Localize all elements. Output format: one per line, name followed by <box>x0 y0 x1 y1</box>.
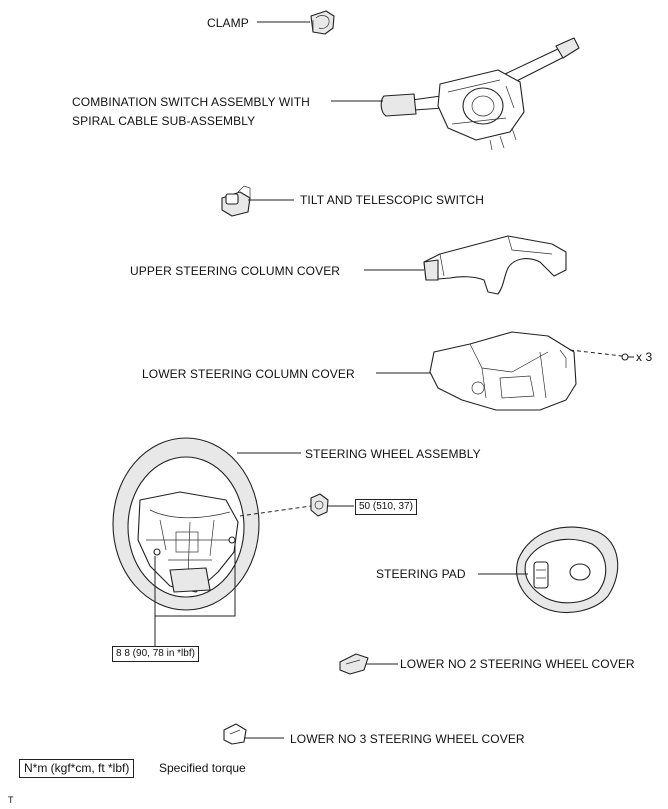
label-combination-switch-line2: SPIRAL CABLE SUB-ASSEMBLY <box>72 114 256 128</box>
label-tilt-telescopic-switch: TILT AND TELESCOPIC SWITCH <box>300 193 484 207</box>
tilt-switch-part <box>221 185 294 217</box>
lower-no2-cover-part <box>339 653 369 675</box>
steering-pad-part <box>516 526 619 613</box>
nut-dash-line <box>239 505 312 517</box>
legend-torque-unit: N*m (kgf*cm, ft *lbf) <box>19 759 135 778</box>
torque-box-bolt: 8 8 (90, 78 in *lbf) <box>112 646 199 662</box>
nut-icon <box>310 493 329 517</box>
combination-switch-part <box>380 37 580 151</box>
label-screw-quantity: x 3 <box>636 350 653 364</box>
lower-no3-cover-part <box>223 723 247 745</box>
label-clamp: CLAMP <box>207 16 249 30</box>
label-steering-pad: STEERING PAD <box>376 567 466 581</box>
screw-dash-line <box>569 349 623 357</box>
label-lower-no3-cover: LOWER NO 3 STEERING WHEEL COVER <box>290 732 525 746</box>
bolt-bracket-line <box>154 544 236 617</box>
screw-icon <box>621 353 634 361</box>
clamp-part <box>310 10 335 35</box>
label-lower-no2-cover: LOWER NO 2 STEERING WHEEL COVER <box>400 657 635 671</box>
label-steering-wheel-assembly: STEERING WHEEL ASSEMBLY <box>305 447 481 461</box>
upper-column-cover-part <box>423 235 567 295</box>
torque-box-nut: 50 (510, 37) <box>355 499 417 515</box>
legend-description: Specified torque <box>159 761 246 775</box>
label-lower-column-cover: LOWER STEERING COLUMN COVER <box>142 367 355 381</box>
steering-wheel-part <box>112 437 260 611</box>
corner-mark: T <box>8 795 14 805</box>
label-combination-switch-line1: COMBINATION SWITCH ASSEMBLY WITH <box>72 95 310 109</box>
lower-column-cover-part <box>429 331 577 411</box>
label-upper-column-cover: UPPER STEERING COLUMN COVER <box>130 264 341 278</box>
